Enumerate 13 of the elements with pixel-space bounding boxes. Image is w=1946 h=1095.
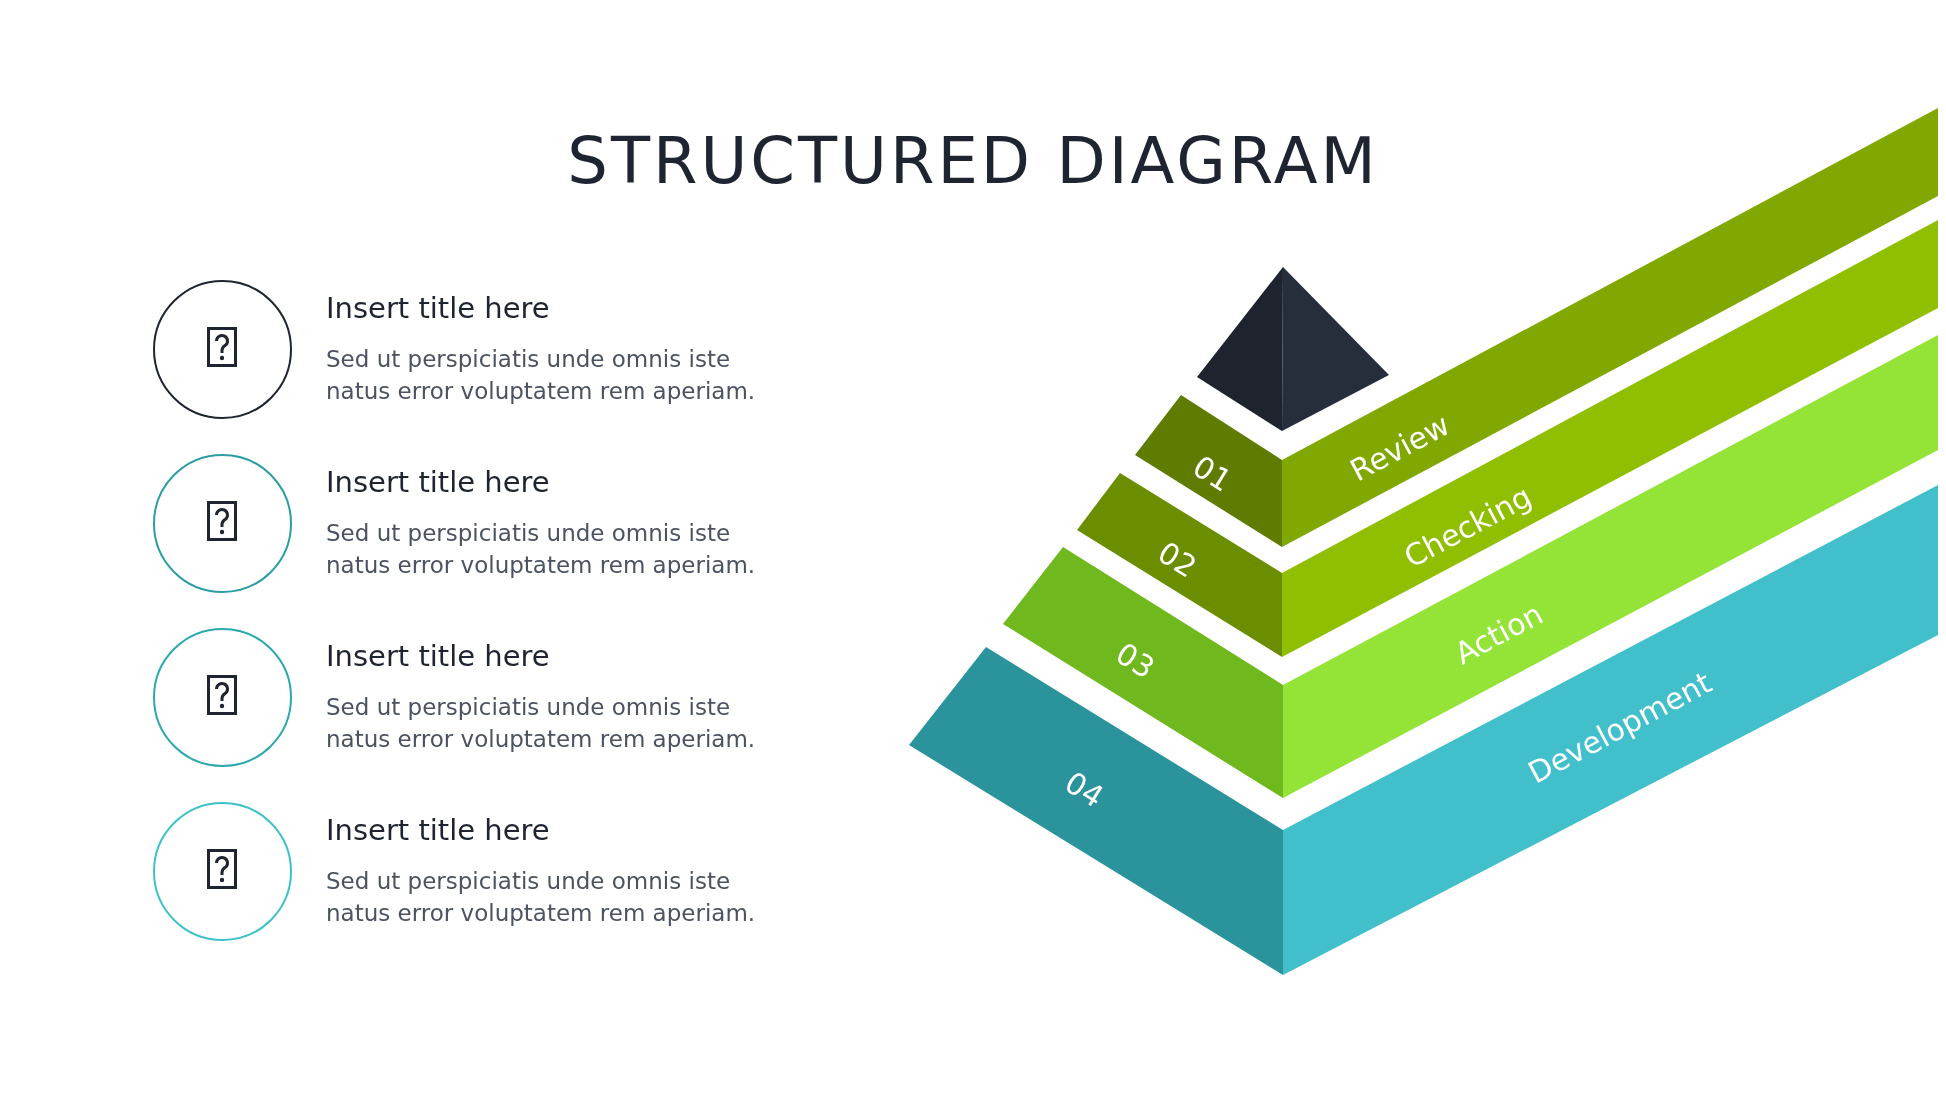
step-number: 04 [1058,765,1110,815]
step-number: 03 [1109,636,1161,686]
item-title: Insert title here [326,464,550,500]
slide-title: STRUCTURED DIAGRAM [567,123,1379,200]
step-number: 02 [1151,535,1203,585]
item-description: Sed ut perspiciatis unde omnis iste natus error voluptatem rem aperiam. [326,345,757,406]
item-title: Insert title here [326,290,550,326]
item-description: Sed ut perspiciatis unde omnis iste natus error voluptatem rem aperiam. [326,867,757,928]
item-description: Sed ut perspiciatis unde omnis iste natus error voluptatem rem aperiam. [326,519,757,580]
step-number: 01 [1186,449,1238,499]
item-title: Insert title here [326,812,550,848]
item-description: Sed ut perspiciatis unde omnis iste natus error voluptatem rem aperiam. [326,693,757,754]
item-title: Insert title here [326,638,550,674]
